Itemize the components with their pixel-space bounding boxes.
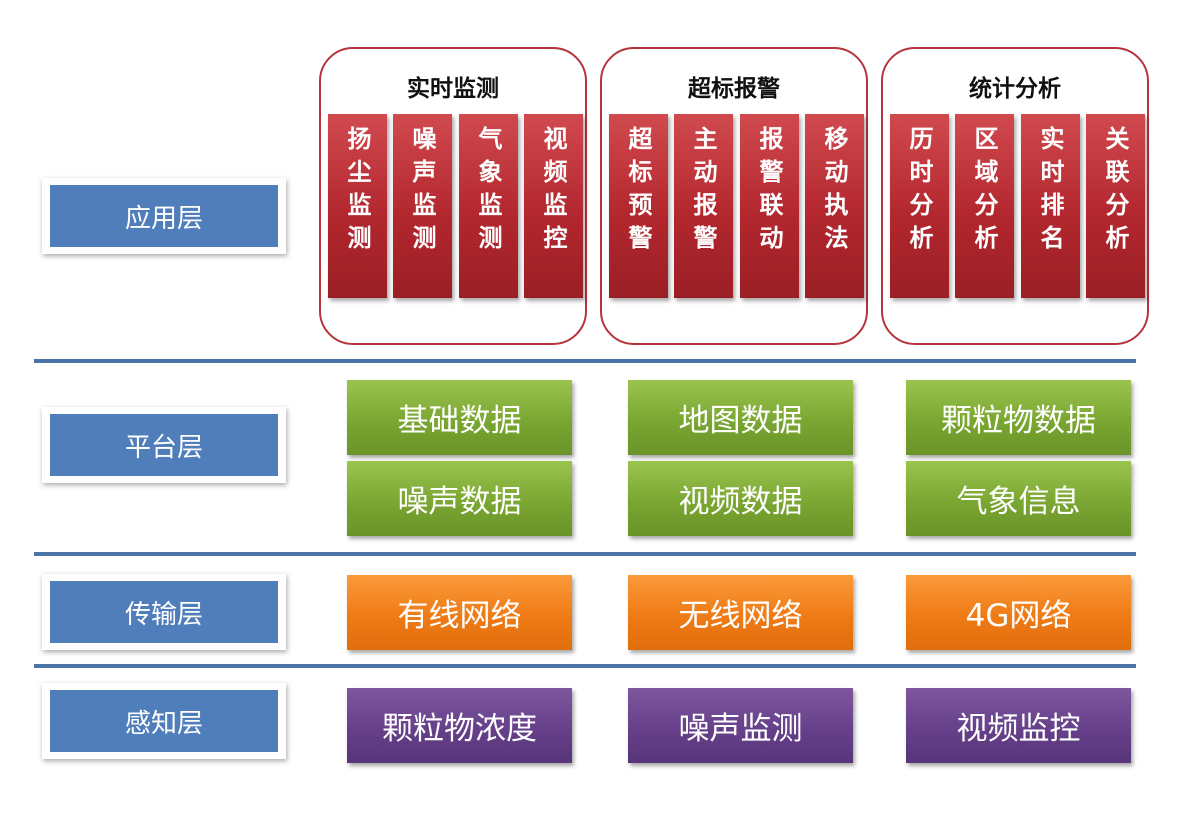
platform-tile: 气象信息 [906,461,1131,536]
group-statistical-analysis: 统计分析 历时分析 区域分析 实时排名 关联分析 [881,47,1149,345]
app-item: 噪声监测 [393,114,452,298]
transport-layer-label-frame: 传输层 [42,574,286,650]
app-item: 主动报警 [674,114,733,298]
perception-layer-label-frame: 感知层 [42,683,286,759]
app-item: 移动执法 [805,114,864,298]
perception-tile: 视频监控 [906,688,1131,763]
app-item: 超标预警 [609,114,668,298]
group-title: 统计分析 [969,76,1061,102]
app-item: 扬尘监测 [328,114,387,298]
group-title: 超标报警 [688,76,780,102]
group-realtime-monitoring: 实时监测 扬尘监测 噪声监测 气象监测 视频监控 [319,47,587,345]
divider-platform-transport [34,552,1136,556]
group-title: 实时监测 [407,76,499,102]
group-exceed-alarm: 超标报警 超标预警 主动报警 报警联动 移动执法 [600,47,868,345]
platform-tile: 地图数据 [628,380,853,455]
app-item: 区域分析 [955,114,1014,298]
platform-tile: 视频数据 [628,461,853,536]
divider-transport-perception [34,664,1136,668]
platform-layer-label-frame: 平台层 [42,407,286,483]
app-item: 报警联动 [740,114,799,298]
platform-tile: 噪声数据 [347,461,572,536]
application-layer-label-frame: 应用层 [42,178,286,254]
perception-layer-label: 感知层 [50,690,278,752]
transport-tile: 无线网络 [628,575,853,650]
app-item: 历时分析 [890,114,949,298]
app-item: 实时排名 [1021,114,1080,298]
app-item: 视频监控 [524,114,583,298]
divider-application-platform [34,359,1136,363]
platform-layer-label: 平台层 [50,414,278,476]
application-layer-label: 应用层 [50,185,278,247]
perception-tile: 颗粒物浓度 [347,688,572,763]
platform-tile: 基础数据 [347,380,572,455]
transport-tile: 有线网络 [347,575,572,650]
app-item: 气象监测 [459,114,518,298]
app-item: 关联分析 [1086,114,1145,298]
platform-tile: 颗粒物数据 [906,380,1131,455]
transport-tile: 4G网络 [906,575,1131,650]
perception-tile: 噪声监测 [628,688,853,763]
transport-layer-label: 传输层 [50,581,278,643]
